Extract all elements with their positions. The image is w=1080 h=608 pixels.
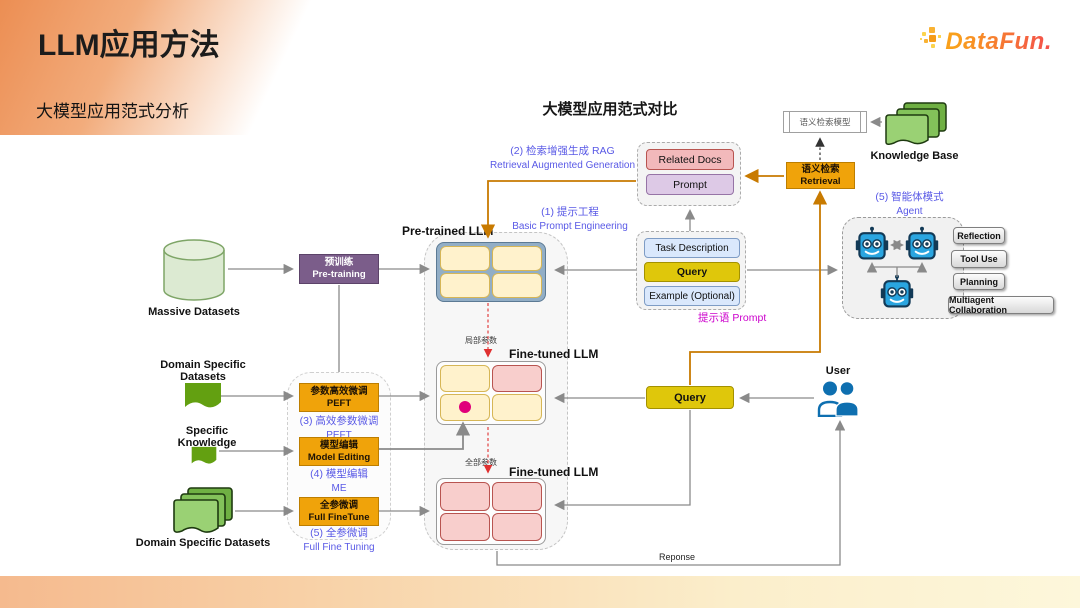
query-box: Query — [646, 386, 734, 409]
diagram-title: 大模型应用范式对比 — [542, 101, 678, 118]
domain-datasets-label-1: Domain Specific Datasets — [160, 359, 246, 383]
rag-prompt-container: Related Docs Prompt — [637, 142, 741, 206]
stacked-documents-icon — [172, 487, 234, 540]
database-cylinder-icon — [160, 238, 228, 309]
finetuned-llm-label-mid: Fine-tuned LLM — [509, 347, 599, 361]
corner-gradient-decoration — [0, 0, 440, 135]
finetuned-llm-label-bottom: Fine-tuned LLM — [509, 465, 599, 479]
document-icon-2 — [191, 446, 217, 472]
user-icon — [816, 379, 860, 422]
query-part-box: Query — [644, 262, 740, 282]
bottom-gradient-band — [0, 576, 1080, 608]
capability-multiagent: Multiagent Collaboration — [948, 295, 1054, 315]
example-box: Example (Optional) — [644, 286, 740, 306]
capability-reflection: Reflection — [953, 227, 1005, 244]
capability-tool-use: Tool Use — [951, 250, 1007, 268]
massive-datasets-label: Massive Datasets — [148, 306, 240, 318]
page-title: LLM应用方法 — [38, 29, 220, 62]
finetuned-llm-grid-mid — [436, 361, 546, 425]
datafun-pixel-icon — [919, 26, 943, 57]
domain-datasets-label-2: Domain Specific Datasets — [135, 537, 271, 549]
pretrained-llm-grid — [436, 242, 546, 302]
knowledge-base-icon — [884, 102, 948, 153]
specific-knowledge-label: Specific Knowledge — [177, 425, 237, 449]
knowledge-base-label: Knowledge Base — [870, 150, 959, 162]
finetuned-llm-grid-bottom — [436, 478, 546, 545]
user-label: User — [825, 365, 851, 377]
robot-icon-3 — [879, 274, 915, 315]
robot-icon-1 — [854, 226, 890, 267]
related-docs-box: Related Docs — [646, 149, 734, 170]
page-subtitle: 大模型应用范式分析 — [36, 102, 189, 121]
response-label: Reponse — [658, 552, 696, 562]
pretrained-llm-label: Pre-trained LLM — [402, 224, 494, 238]
semantic-model-box: 语义检索模型 — [783, 111, 867, 133]
prompt-box: Prompt — [646, 174, 734, 195]
partial-params-label: 局部参数 — [458, 335, 504, 346]
prompt-parts-container: Task Description Query Example (Optional… — [636, 231, 746, 310]
capability-planning: Planning — [953, 273, 1005, 290]
edited-parameter-dot — [459, 401, 471, 413]
datafun-logo-text: DataFun. — [945, 27, 1052, 55]
prompt-hint-label: 提示语 Prompt — [698, 312, 767, 324]
document-icon-1 — [184, 382, 222, 417]
all-params-label: 全部参数 — [458, 457, 504, 468]
datafun-logo: DataFun. — [919, 26, 1052, 57]
robot-icon-2 — [904, 226, 940, 267]
task-description-box: Task Description — [644, 238, 740, 258]
